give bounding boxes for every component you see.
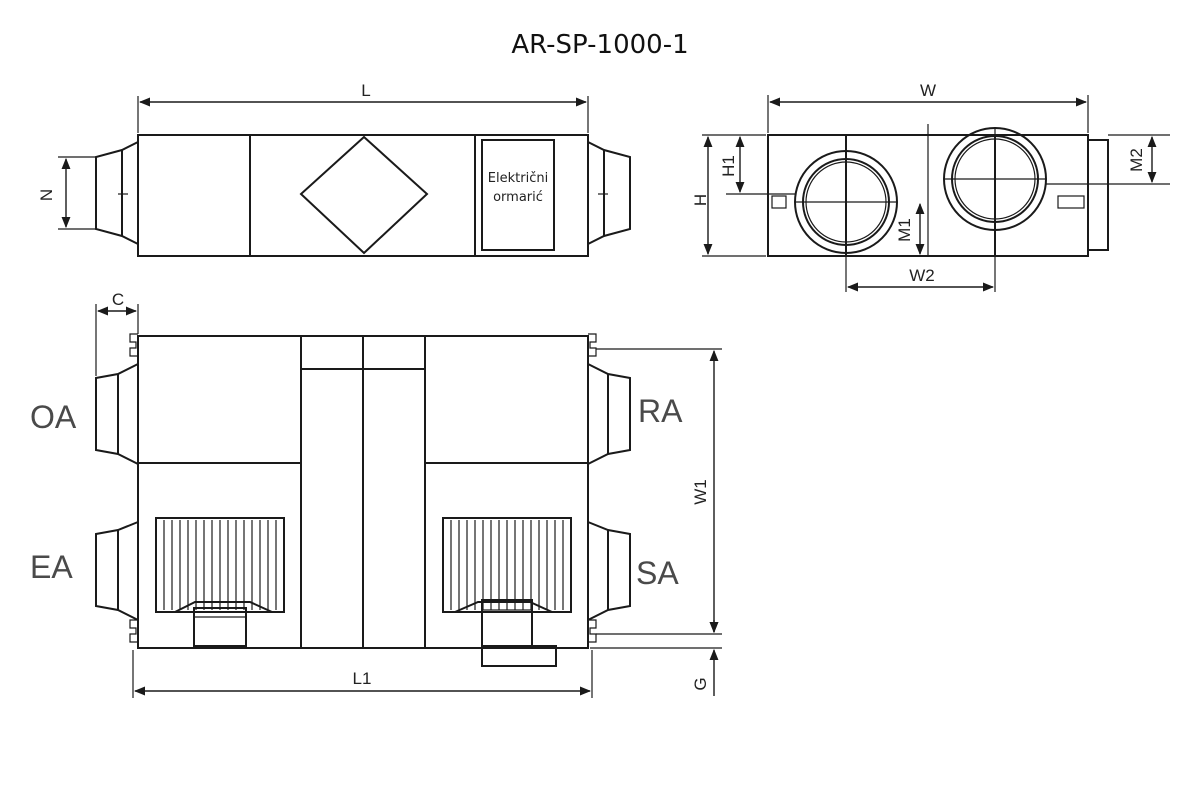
dim-M2: M2 [1127,148,1146,172]
port-oa: OA [30,399,77,435]
dim-M1: M1 [895,218,914,242]
dim-L: L [361,81,370,100]
top-view: OA EA RA SA C W1 G L1 [30,290,722,698]
dim-N: N [37,189,56,201]
spigot-sa [587,521,631,621]
port-sa: SA [636,555,679,591]
electrical-cabinet [481,139,555,251]
spigot-ra [587,363,631,465]
right-spigot [587,141,631,245]
dim-W1: W1 [691,479,710,505]
dim-W2: W2 [909,266,935,285]
heat-exchanger-symbol [299,135,429,255]
spigot-oa [95,363,139,465]
cabinet-label-line1: Električni [488,171,548,186]
front-view: Električni ormarić L N [37,81,631,257]
side-view: W H H1 M1 M2 W2 [691,81,1170,292]
dim-C: C [112,290,124,309]
dim-W: W [920,81,936,100]
dim-H1: H1 [719,155,738,177]
cabinet-label-line2: ormarić [493,190,543,205]
mounting-brackets [129,333,597,643]
left-duct-circle [794,150,898,254]
dim-H: H [691,194,710,206]
spigot-ea [95,521,139,621]
port-ea: EA [30,549,73,585]
dim-L1: L1 [353,669,372,688]
left-spigot [95,141,139,245]
port-ra: RA [638,393,683,429]
dim-G: G [691,677,710,690]
right-fan [442,517,572,667]
left-fan [155,517,285,647]
right-duct-circle [943,127,1047,231]
drawing-title: AR-SP-1000-1 [511,30,688,60]
